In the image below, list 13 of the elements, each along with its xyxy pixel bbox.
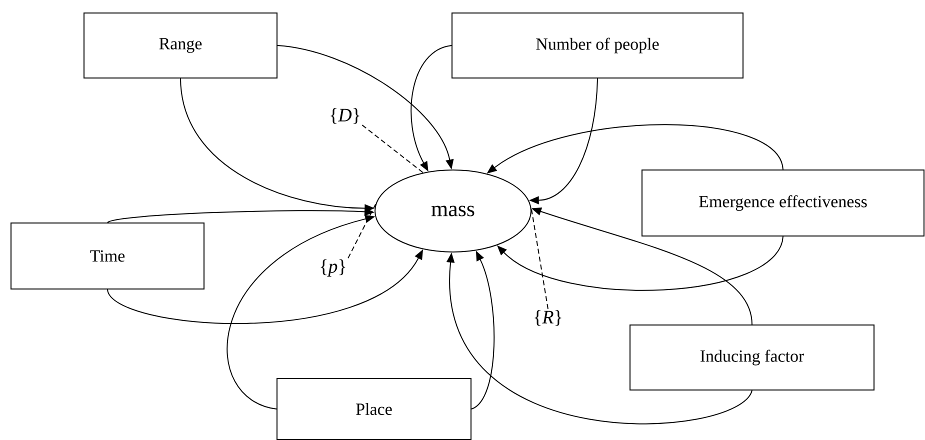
- factor-box: Place: [276, 378, 472, 440]
- set-label: {D}: [330, 108, 360, 124]
- leader-line: [362, 124, 424, 174]
- arrow: [497, 236, 784, 291]
- factor-box: Emergence effectiveness: [642, 170, 924, 236]
- set-label: {R}: [534, 310, 562, 326]
- leader-line: [530, 208, 548, 310]
- factor-box: Inducing factor: [630, 324, 874, 390]
- factor-box: Time: [10, 222, 204, 290]
- factor-box: Number of people: [452, 12, 744, 78]
- set-label: {p}: [320, 259, 346, 277]
- factor-box: Range: [84, 12, 278, 78]
- leader-line: [348, 204, 376, 259]
